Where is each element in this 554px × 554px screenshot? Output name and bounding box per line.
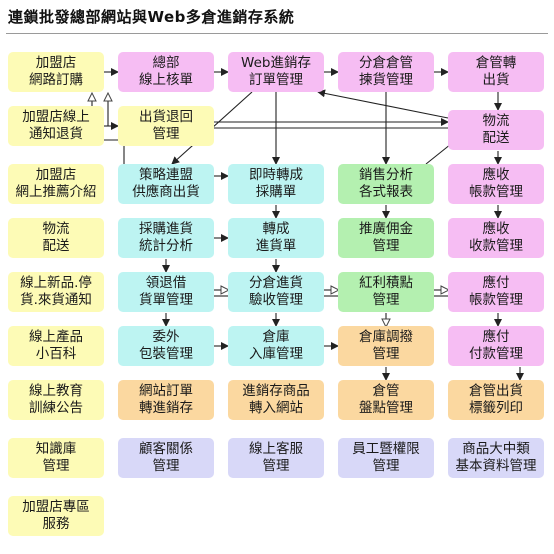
box-purchase-stats: 採購進貨 統計分析 (118, 218, 214, 258)
box-product-category: 商品大中類 基本資料管理 (448, 438, 544, 478)
box-web-order-mgmt: Web進銷存 訂單管理 (228, 52, 324, 92)
box-warehouse-transfer: 倉庫調撥 管理 (338, 326, 434, 366)
box-instant-po: 即時轉成 採購單 (228, 164, 324, 204)
box-online-return-notice: 加盟店線上 通知退貨 (8, 106, 104, 146)
page-title: 連鎖批發總部網站與Web多倉進銷存系統 (8, 8, 295, 26)
box-new-product-notice: 線上新品.停 貨.來貨通知 (8, 272, 104, 312)
box-ap-mgmt: 應付 帳款管理 (448, 272, 544, 312)
box-supplier-shipping: 策略連盟 供應商出貨 (118, 164, 214, 204)
box-goods-receipt: 轉成 進貨單 (228, 218, 324, 258)
arrow-logistics-to-web (317, 89, 449, 119)
box-borrow-return: 領退借 貨單管理 (118, 272, 214, 312)
box-hq-online-verify: 總部 線上核單 (118, 52, 214, 92)
box-ar-mgmt: 應收 帳款管理 (448, 164, 544, 204)
box-warehouse-picking: 分倉倉管 揀貨管理 (338, 52, 434, 92)
box-stock-count: 倉管 盤點管理 (338, 380, 434, 420)
box-knowledge-base: 知識庫 管理 (8, 438, 104, 478)
box-staff-permissions: 員工暨權限 管理 (338, 438, 434, 478)
title-divider (6, 33, 548, 34)
box-web-order-to-erp: 網站訂單 轉進銷存 (118, 380, 214, 420)
box-label-print: 倉管出貨 標籤列印 (448, 380, 544, 420)
box-ap-payment: 應付 付款管理 (448, 326, 544, 366)
box-inspection: 分倉進貨 驗收管理 (228, 272, 324, 312)
box-outsourced-packaging: 委外 包裝管理 (118, 326, 214, 366)
box-franchise-online-order: 加盟店 網路訂購 (8, 52, 104, 92)
box-sales-analysis: 銷售分析 各式報表 (338, 164, 434, 204)
box-warehouse-ship: 倉管轉 出貨 (448, 52, 544, 92)
box-logistics-delivery-left: 物流 配送 (8, 218, 104, 258)
box-erp-to-web: 進銷存商品 轉入網站 (228, 380, 324, 420)
box-bonus-points: 紅利積點 管理 (338, 272, 434, 312)
box-shipment-return: 出貨退回 管理 (118, 106, 214, 146)
box-product-encyclopedia: 線上產品 小百科 (8, 326, 104, 366)
box-online-referral: 加盟店 網上推薦介紹 (8, 164, 104, 204)
box-franchise-zone: 加盟店專區 服務 (8, 496, 104, 536)
box-crm: 顧客關係 管理 (118, 438, 214, 478)
box-online-support: 線上客服 管理 (228, 438, 324, 478)
box-warehouse-putaway: 倉庫 入庫管理 (228, 326, 324, 366)
box-commission: 推廣佣金 管理 (338, 218, 434, 258)
box-ar-collection: 應收 收款管理 (448, 218, 544, 258)
box-logistics-delivery: 物流 配送 (448, 110, 544, 150)
box-training-notice: 線上教育 訓練公告 (8, 380, 104, 420)
